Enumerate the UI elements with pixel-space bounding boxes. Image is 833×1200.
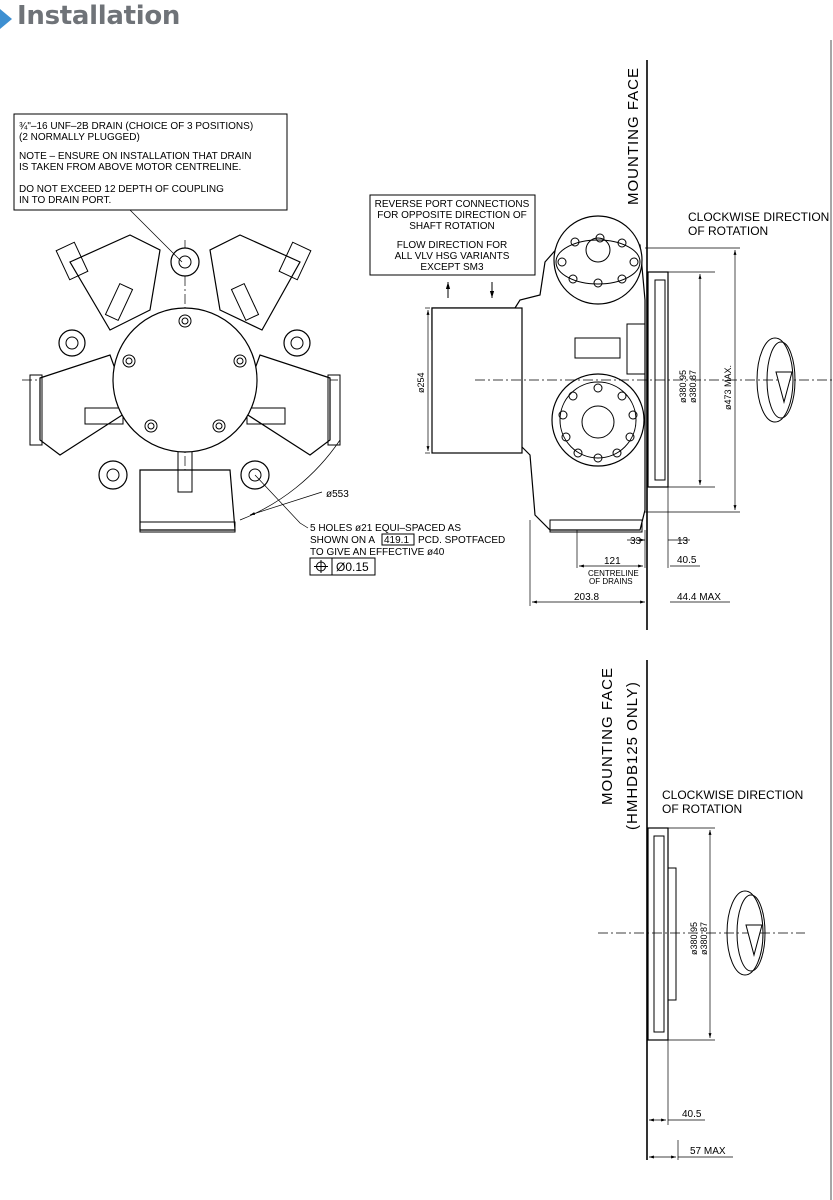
dim-254: ø254 — [416, 372, 426, 393]
dim-553: ø553 — [326, 489, 349, 500]
rotation-label-b2: OF ROTATION — [662, 802, 742, 816]
hmhdb125-view: MOUNTING FACE (HMHDB125 ONLY) ø380.95 ø3… — [598, 660, 805, 1160]
dim-380-87: ø380.87 — [688, 370, 698, 403]
drain-note: ¾"–16 UNF–2B DRAIN (CHOICE OF 3 POSITION… — [13, 113, 288, 263]
svg-text:SHOWN ON A: SHOWN ON A — [310, 535, 375, 546]
svg-text:TO GIVE AN EFFECTIVE ø40: TO GIVE AN EFFECTIVE ø40 — [310, 547, 445, 558]
dim-b-380-95: ø380.95 — [689, 922, 699, 955]
dim-473: ø473 MAX. — [723, 365, 733, 410]
clockwise-rotation-icon-b — [726, 890, 766, 976]
mounting-face-label-b2: (HMHDB125 ONLY) — [624, 681, 641, 830]
svg-text:FLOW DIRECTION FOR: FLOW DIRECTION FOR — [397, 240, 508, 251]
dim-33: 33 — [630, 536, 642, 547]
mounting-face-label: MOUNTING FACE — [625, 67, 642, 205]
clockwise-rotation-icon — [756, 337, 796, 423]
dim-40-5: 40.5 — [677, 555, 697, 566]
svg-text:ALL VLV HSG VARIANTS: ALL VLV HSG VARIANTS — [395, 251, 510, 262]
svg-text:DO NOT EXCEED 12 DEPTH OF COUP: DO NOT EXCEED 12 DEPTH OF COUPLING — [19, 184, 224, 195]
rotation-label-line2: OF ROTATION — [688, 224, 768, 238]
svg-text:(2 NORMALLY PLUGGED): (2 NORMALLY PLUGGED) — [19, 132, 140, 143]
holes-note: 5 HOLES ø21 EQUI–SPACED AS SHOWN ON A 41… — [309, 523, 505, 576]
svg-text:419.1: 419.1 — [384, 535, 409, 546]
dim-203-8: 203.8 — [574, 592, 599, 603]
dim-b-380-87: ø380.87 — [699, 922, 709, 955]
svg-text:IS TAKEN FROM ABOVE MOTOR CENT: IS TAKEN FROM ABOVE MOTOR CENTRELINE. — [19, 162, 241, 173]
dim-380-95: ø380.95 — [678, 370, 688, 403]
svg-text:REVERSE PORT CONNECTIONS: REVERSE PORT CONNECTIONS — [375, 199, 530, 210]
page-title: Installation — [17, 1, 181, 31]
centreline-label-1: CENTRELINE — [588, 569, 639, 578]
svg-text:EXCEPT SM3: EXCEPT SM3 — [420, 262, 484, 273]
svg-text:FOR OPPOSITE DIRECTION OF: FOR OPPOSITE DIRECTION OF — [377, 210, 526, 221]
svg-text:PCD. SPOTFACED: PCD. SPOTFACED — [418, 535, 505, 546]
dim-13: 13 — [677, 536, 689, 547]
svg-text:5 HOLES ø21 EQUI–SPACED AS: 5 HOLES ø21 EQUI–SPACED AS — [310, 523, 461, 534]
dim-44-4: 44.4 MAX — [677, 592, 721, 603]
svg-text:IN TO DRAIN PORT.: IN TO DRAIN PORT. — [19, 195, 111, 206]
side-view: REVERSE PORT CONNECTIONS FOR OPPOSITE DI… — [369, 60, 833, 630]
dim-121: 121 — [604, 556, 621, 567]
tolerance-value: Ø0.15 — [336, 560, 369, 574]
dim-b-40-5: 40.5 — [682, 1109, 702, 1120]
section-header: Installation — [0, 0, 833, 36]
svg-text:SHAFT ROTATION: SHAFT ROTATION — [409, 221, 495, 232]
centreline-label-2: OF DRAINS — [589, 577, 633, 586]
front-view: ø553 — [22, 234, 349, 533]
position-tolerance-icon — [314, 560, 328, 573]
dim-b-57: 57 MAX — [690, 1146, 726, 1157]
chevron-right-icon — [0, 9, 12, 29]
rotation-label-line1: CLOCKWISE DIRECTION — [688, 210, 829, 224]
mounting-face-label-b1: MOUNTING FACE — [599, 667, 616, 805]
rotation-label-b1: CLOCKWISE DIRECTION — [662, 788, 803, 802]
svg-text:NOTE – ENSURE ON INSTALLATION: NOTE – ENSURE ON INSTALLATION THAT DRAIN — [19, 151, 251, 162]
svg-text:¾"–16 UNF–2B DRAIN (CHOICE OF: ¾"–16 UNF–2B DRAIN (CHOICE OF 3 POSITION… — [19, 121, 253, 132]
